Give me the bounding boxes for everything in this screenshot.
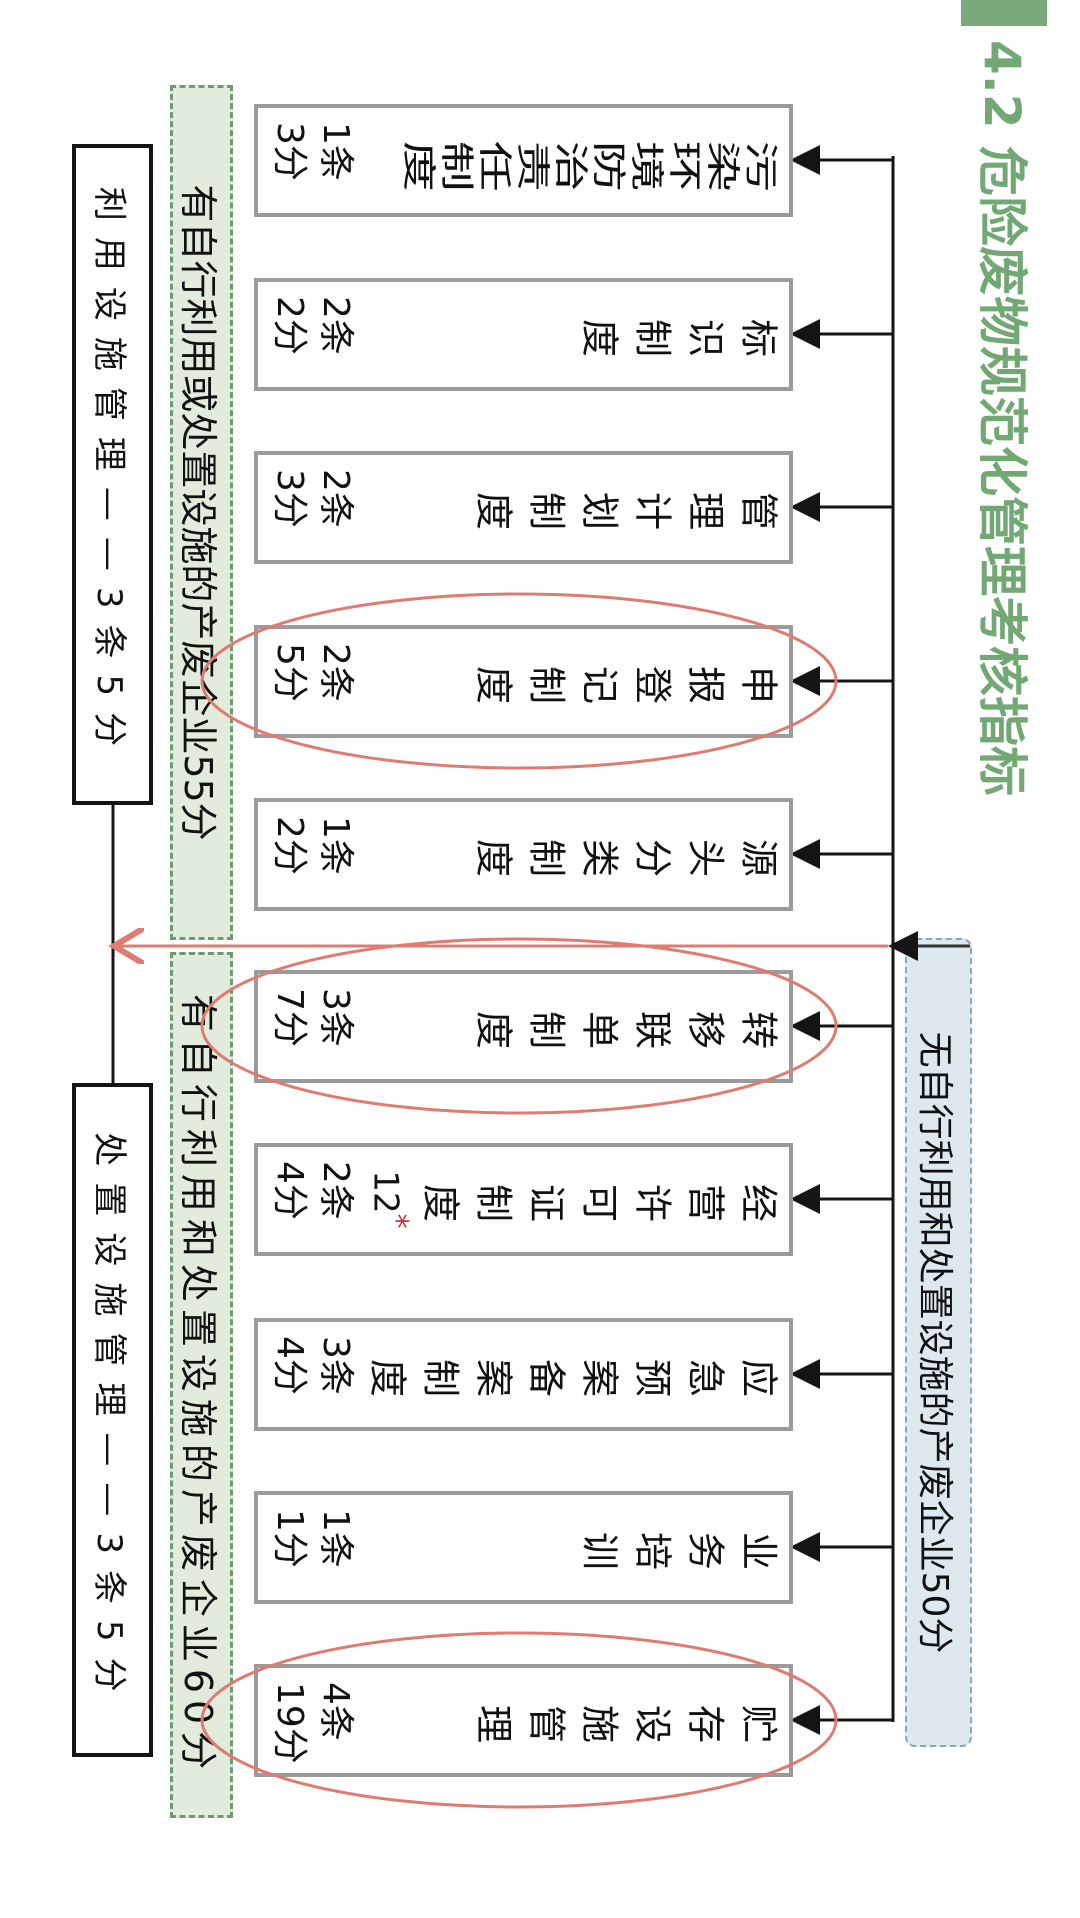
highlight-ellipse — [200, 937, 838, 1115]
highlight-ellipse — [200, 1631, 838, 1809]
highlight-ellipse — [200, 592, 838, 770]
